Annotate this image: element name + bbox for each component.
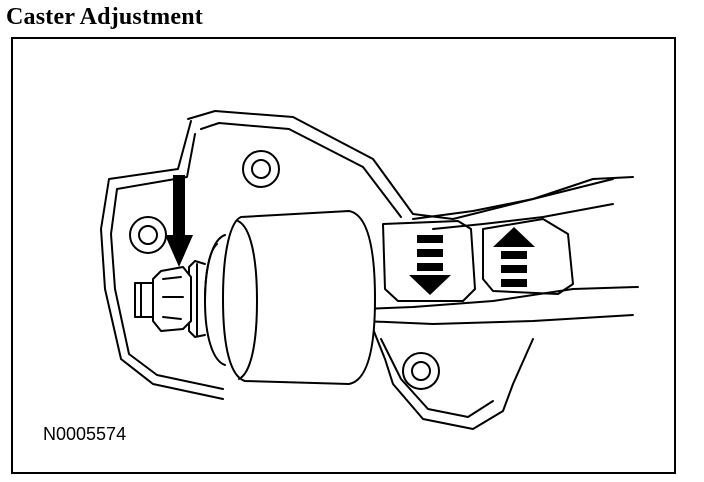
bushing-flange-inner: [204, 243, 218, 302]
bolt-stud: [134, 282, 154, 318]
dashed-up-arrow-icon: [493, 227, 535, 287]
dashed-down-arrow-icon: [409, 235, 451, 295]
bolt-top: [242, 150, 280, 188]
illustration-frame: N0005574: [11, 37, 676, 474]
bushing-left-face: [237, 220, 258, 380]
figure-id-label: N0005574: [43, 424, 127, 444]
adjust-nut: [152, 266, 192, 332]
bolt-bottom: [402, 352, 440, 390]
down-arrow-icon: [165, 175, 193, 267]
bushing-body: [222, 210, 376, 385]
adjust-pocket-left: [382, 220, 476, 302]
page-title: Caster Adjustment: [6, 4, 203, 30]
lower-arm-outline: [362, 286, 639, 430]
upper-arm-outline: [412, 178, 614, 230]
adjust-nut-face: [162, 276, 184, 320]
bracket-outline: [100, 110, 634, 400]
bushing-flange: [204, 234, 226, 366]
bolt-left: [129, 216, 167, 254]
lower-arm-inner: [380, 338, 494, 418]
caster-adjustment-illustration: [100, 110, 639, 430]
adjust-pocket-right: [482, 218, 574, 295]
